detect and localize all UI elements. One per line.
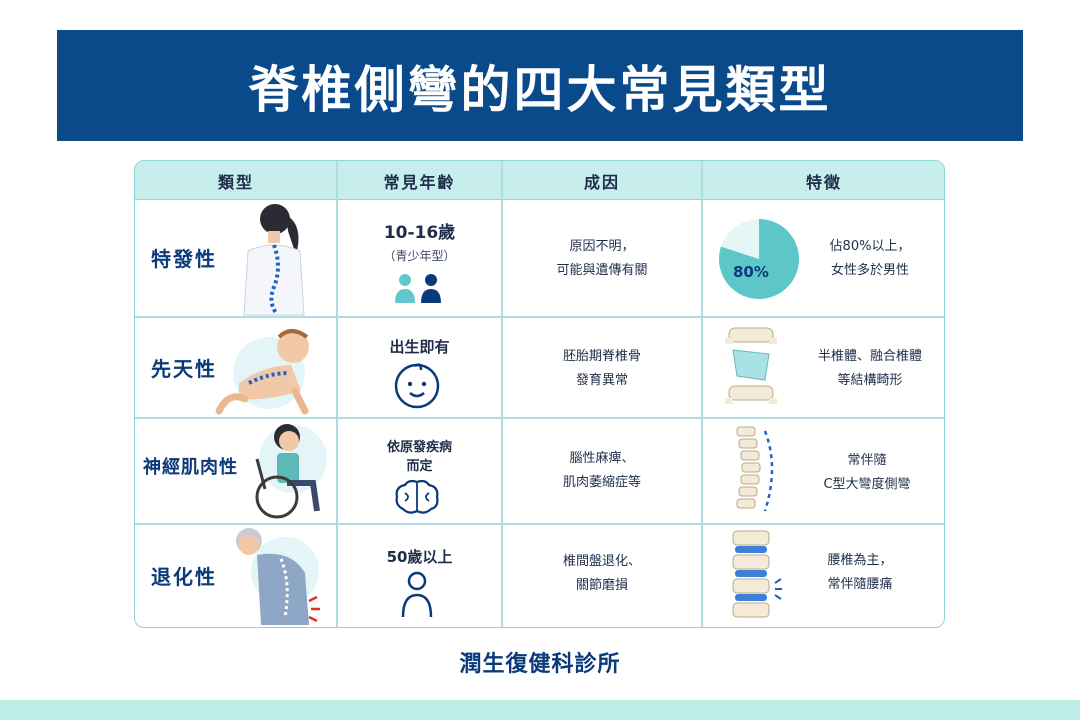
age-value: 50歲以上 — [386, 547, 453, 566]
feature-cell: 常伴隨 C型大彎度側彎 — [797, 449, 937, 497]
type-label: 神經肌肉性 — [143, 457, 238, 478]
cause-line: 發育異常 — [575, 373, 628, 388]
row-divider — [135, 417, 944, 419]
column-divider — [701, 161, 703, 627]
cause-line: 椎間盤退化、 — [562, 554, 641, 569]
people-icon — [395, 274, 441, 303]
age-sub: （青少年型） — [383, 249, 456, 263]
age-cell: 50歲以上 — [337, 543, 502, 569]
type-label: 退化性 — [151, 565, 217, 589]
cause-line: 腦性麻痺、 — [569, 451, 635, 466]
cause-cell: 椎間盤退化、 關節磨損 — [502, 546, 702, 602]
row-divider — [135, 523, 944, 525]
feature-cell: 半椎體、融合椎體 等結構畸形 — [795, 345, 944, 393]
cause-cell: 腦性麻痺、 肌肉萎縮症等 — [502, 443, 702, 499]
feature-line: 半椎體、融合椎體 — [817, 349, 922, 364]
age-cell: 10-16歲 （青少年型） — [337, 211, 502, 271]
feature-cell: 腰椎為主， 常伴隨腰痛 — [800, 549, 920, 597]
age-value: 依原發疾病 — [386, 440, 452, 455]
cause-line: 胚胎期脊椎骨 — [562, 349, 641, 364]
child-wheelchair-illustration — [255, 424, 327, 519]
type-label: 特發性 — [151, 247, 217, 271]
lumbar-disc-icon — [732, 530, 782, 618]
age-cell: 出生即有 — [337, 333, 502, 359]
header-type: 類型 — [217, 172, 254, 192]
feature-cell: 佔80%以上， 女性多於男性 — [805, 235, 935, 283]
elderly-back-pain-illustration — [236, 528, 320, 625]
age-value: 而定 — [406, 459, 433, 474]
teen-girl-back-illustration — [243, 204, 305, 316]
age-value: 出生即有 — [389, 337, 450, 356]
row-divider — [135, 316, 944, 318]
feature-line: 佔80%以上， — [829, 239, 911, 254]
percentage-pie-icon — [719, 219, 799, 299]
clinic-name: 潤生復健科診所 — [459, 652, 621, 677]
types-table: 類型 常見年齡 成因 特徵 特發性 10-16歲 （青少年型） 原因不明， 可能… — [134, 160, 945, 628]
page-title: 脊椎側彎的四大常見類型 — [248, 60, 832, 119]
person-icon — [401, 571, 433, 618]
feature-line: 腰椎為主， — [827, 553, 893, 568]
header-age: 常見年齡 — [383, 172, 456, 192]
table-header — [135, 161, 944, 200]
header-feature: 特徵 — [805, 172, 842, 192]
cause-cell: 原因不明， 可能與遺傳有關 — [502, 231, 702, 287]
deformed-vertebrae-icon — [725, 327, 777, 404]
column-divider — [501, 161, 503, 627]
feature-line: 常伴隨 — [847, 453, 887, 468]
column-divider — [336, 161, 338, 627]
c-curve-spine-icon — [736, 426, 774, 512]
cause-line: 肌肉萎縮症等 — [562, 475, 641, 490]
cause-line: 關節磨損 — [575, 578, 628, 593]
cause-line: 原因不明， — [569, 239, 635, 254]
cause-line: 可能與遺傳有關 — [556, 263, 648, 278]
brain-icon — [395, 479, 439, 514]
bottom-bar — [0, 700, 1080, 720]
type-label: 先天性 — [151, 357, 217, 381]
baby-crawling-illustration — [215, 329, 309, 415]
title-banner: 脊椎側彎的四大常見類型 — [57, 30, 1023, 141]
feature-line: 等結構畸形 — [837, 373, 903, 388]
age-value: 10-16歲 — [383, 223, 456, 243]
header-cause: 成因 — [583, 172, 620, 192]
feature-line: 女性多於男性 — [830, 263, 909, 278]
baby-face-icon — [394, 363, 440, 409]
feature-line: C型大彎度側彎 — [823, 477, 911, 492]
feature-line: 常伴隨腰痛 — [827, 577, 893, 592]
pie-label: 80% — [733, 263, 769, 281]
age-cell: 依原發疾病 而定 — [337, 433, 502, 477]
cause-cell: 胚胎期脊椎骨 發育異常 — [502, 341, 702, 397]
